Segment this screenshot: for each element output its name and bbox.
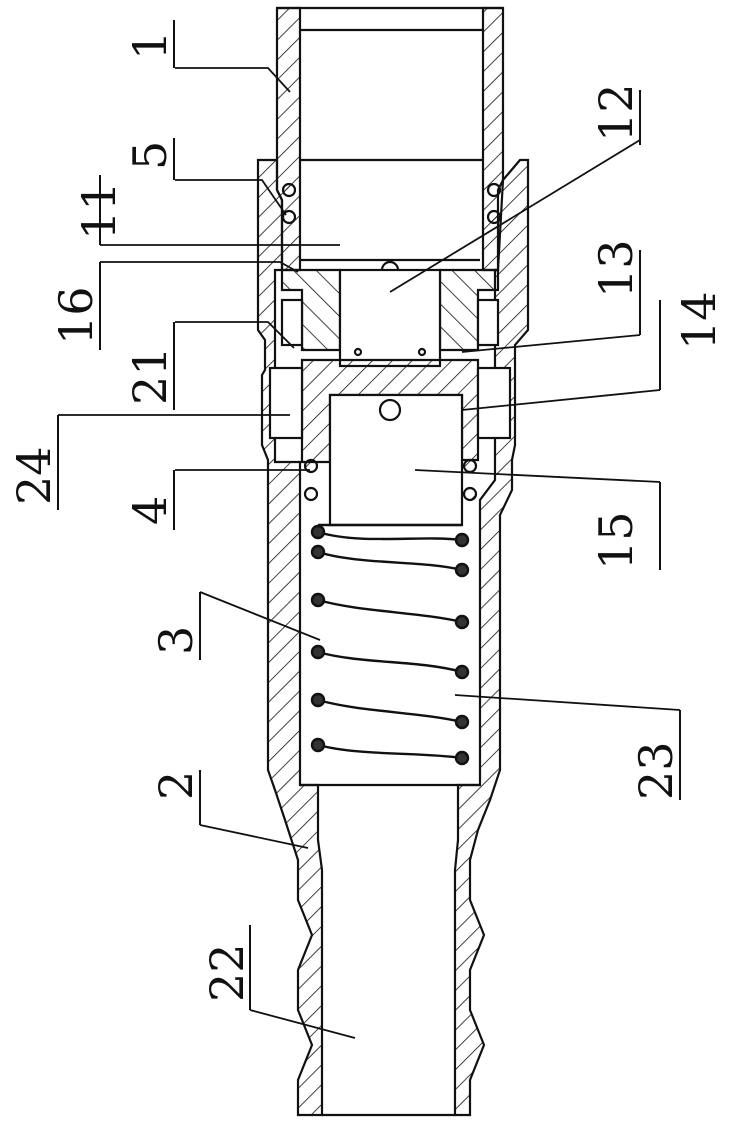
label-12: 12: [589, 83, 643, 142]
label-15: 15: [589, 511, 643, 570]
leader-3: [200, 592, 320, 640]
label-23: 23: [629, 741, 683, 800]
label-4: 4: [123, 496, 177, 525]
drawing-body: [58, 8, 680, 1115]
label-22: 22: [200, 943, 254, 1002]
label-14: 14: [672, 291, 726, 350]
label-13: 13: [589, 239, 643, 298]
spring: [312, 525, 468, 764]
label-21: 21: [123, 346, 177, 405]
label-24: 24: [7, 446, 61, 505]
label-2: 2: [149, 771, 203, 800]
leader-1: [175, 68, 290, 92]
label-16: 16: [49, 286, 103, 345]
leader-21: [175, 322, 294, 348]
label-5: 5: [123, 141, 177, 170]
label-3: 3: [149, 626, 203, 655]
leader-lines: [58, 68, 680, 1038]
label-1: 1: [123, 31, 177, 60]
